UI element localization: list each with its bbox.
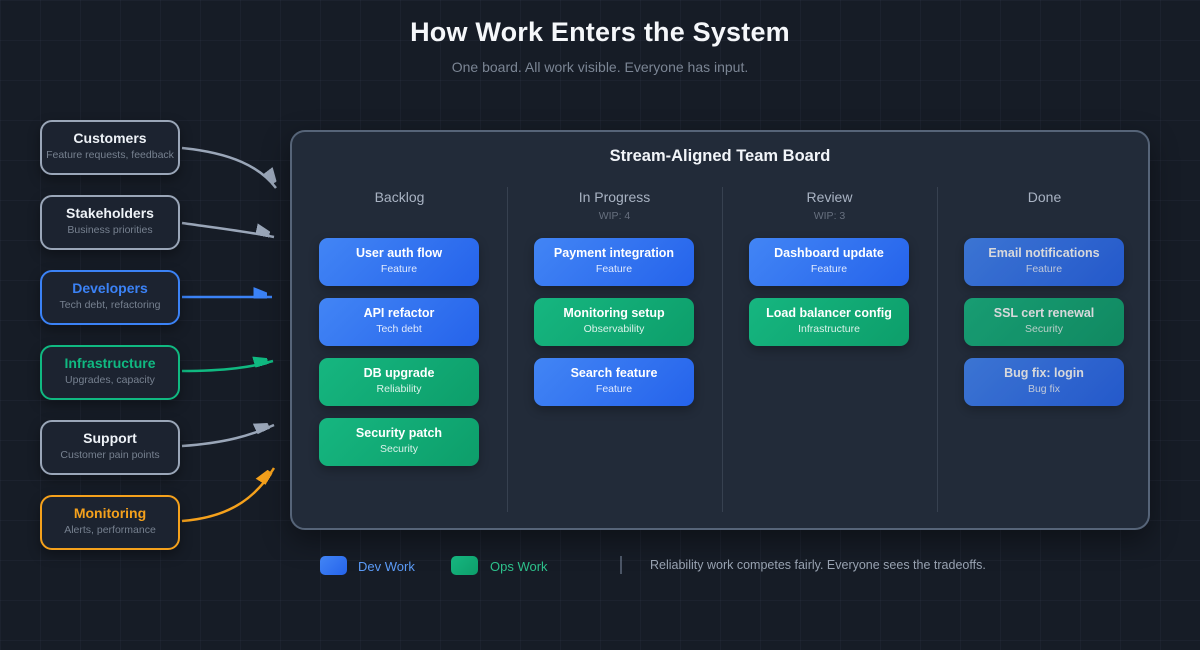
card-title: Payment integration xyxy=(553,246,675,260)
column-divider xyxy=(722,187,723,512)
page-subtitle: One board. All work visible. Everyone ha… xyxy=(451,59,749,75)
arrow-infrastructure xyxy=(181,361,274,373)
card-tag: Observability xyxy=(583,323,645,335)
column-wip-limit: WIP: 4 xyxy=(598,210,631,222)
column-header: Review xyxy=(806,189,853,205)
source-subtitle: Alerts, performance xyxy=(64,524,156,536)
card-tag: Tech debt xyxy=(376,323,422,335)
card-tag: Feature xyxy=(595,383,633,395)
card-title: Dashboard update xyxy=(774,246,884,260)
source-subtitle: Business priorities xyxy=(67,224,153,236)
source-subtitle: Upgrades, capacity xyxy=(65,374,155,386)
legend-divider xyxy=(620,556,622,574)
card-tag: Security xyxy=(380,443,418,455)
column-header: Done xyxy=(1027,189,1062,205)
arrow-stakeholders xyxy=(181,221,275,239)
card-title: DB upgrade xyxy=(363,366,435,380)
dev-work-swatch xyxy=(320,556,347,575)
column-wip-limit: WIP: 3 xyxy=(813,210,846,222)
card-tag: Feature xyxy=(380,263,418,275)
source-title: Support xyxy=(83,430,137,446)
card-title: Security patch xyxy=(355,426,443,440)
card-title: API refactor xyxy=(363,306,435,320)
dev-work-label: Dev Work xyxy=(358,559,415,574)
ops-work-label: Ops Work xyxy=(490,559,548,574)
arrow-support xyxy=(181,425,275,448)
card-tag: Bug fix xyxy=(1027,383,1061,395)
arrow-customers xyxy=(181,146,276,189)
card-title: Monitoring setup xyxy=(563,306,665,320)
card-title: Bug fix: login xyxy=(1004,366,1084,380)
page-title: How Work Enters the System xyxy=(410,17,790,47)
ops-work-swatch xyxy=(451,556,478,575)
source-title: Infrastructure xyxy=(64,355,156,371)
card-tag: Infrastructure xyxy=(798,323,860,335)
card-title: SSL cert renewal xyxy=(993,306,1095,320)
card-tag: Feature xyxy=(810,263,848,275)
card-tag: Security xyxy=(1025,323,1063,335)
legend-note: Reliability work competes fairly. Everyo… xyxy=(650,558,986,572)
card-title: Search feature xyxy=(570,366,658,380)
column-header: In Progress xyxy=(578,189,651,205)
source-title: Monitoring xyxy=(73,505,147,521)
card-tag: Reliability xyxy=(376,383,422,395)
column-divider xyxy=(507,187,508,512)
source-subtitle: Tech debt, refactoring xyxy=(59,299,161,311)
source-title: Developers xyxy=(72,280,148,296)
source-subtitle: Feature requests, feedback xyxy=(46,149,174,161)
card-title: User auth flow xyxy=(355,246,443,260)
column-header: Backlog xyxy=(374,189,425,205)
card-title: Load balancer config xyxy=(766,306,892,320)
source-title: Customers xyxy=(73,130,147,146)
source-title: Stakeholders xyxy=(66,205,154,221)
card-tag: Feature xyxy=(1025,263,1063,275)
source-subtitle: Customer pain points xyxy=(60,449,160,461)
arrow-monitoring xyxy=(181,468,276,523)
card-title: Email notifications xyxy=(988,246,1100,260)
card-tag: Feature xyxy=(595,263,633,275)
board-title: Stream-Aligned Team Board xyxy=(609,147,831,165)
column-divider xyxy=(937,187,938,512)
